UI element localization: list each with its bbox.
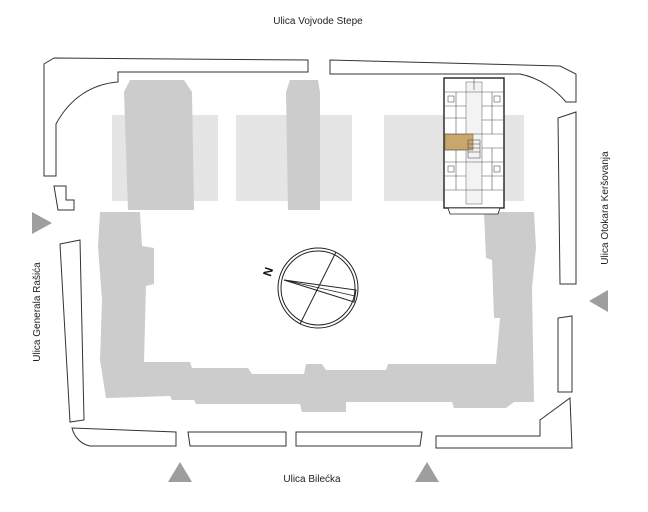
floor-plan-lines (444, 78, 504, 191)
street-label-west: Ulica Generala Rašića (32, 262, 43, 362)
entrance-arrow-west-icon (32, 212, 52, 234)
outline-south-east-corner (435, 397, 573, 449)
highlighted-building-base (447, 207, 501, 215)
entrance-arrow-south-right-icon (415, 462, 439, 482)
street-label-south: Ulica Bilećka (283, 474, 341, 485)
building-tower-2 (286, 80, 320, 210)
entrance-arrow-east-icon (589, 290, 608, 312)
buildings (98, 80, 536, 412)
outline-west-strip (59, 239, 85, 423)
outline-south-mid-right (295, 431, 423, 447)
outline-south-left (71, 427, 177, 447)
perimeter-outlines (43, 57, 577, 449)
compass-north-label: N (260, 265, 276, 278)
outline-south-mid-left (187, 431, 287, 447)
building-u-shape (98, 212, 536, 412)
entrance-arrow-south-left-icon (168, 462, 192, 482)
outline-east-top (557, 111, 577, 285)
highlighted-unit (444, 133, 474, 151)
compass-needle-center (283, 279, 356, 297)
street-label-north: Ulica Vojvode Stepe (273, 16, 363, 27)
highlighted-building (443, 77, 505, 215)
building-tower-1 (124, 80, 194, 210)
compass-ring-inner (280, 250, 356, 326)
outline-north-east (329, 59, 577, 103)
entrance-arrows (32, 212, 608, 482)
outline-east-bottom (557, 315, 573, 393)
compass-ring-outer (277, 247, 359, 329)
compass: N (260, 247, 359, 329)
outline-north-west (43, 57, 309, 177)
outline-west-stub (53, 185, 75, 211)
street-label-east: Ulica Otokara Keršovanja (600, 151, 611, 265)
